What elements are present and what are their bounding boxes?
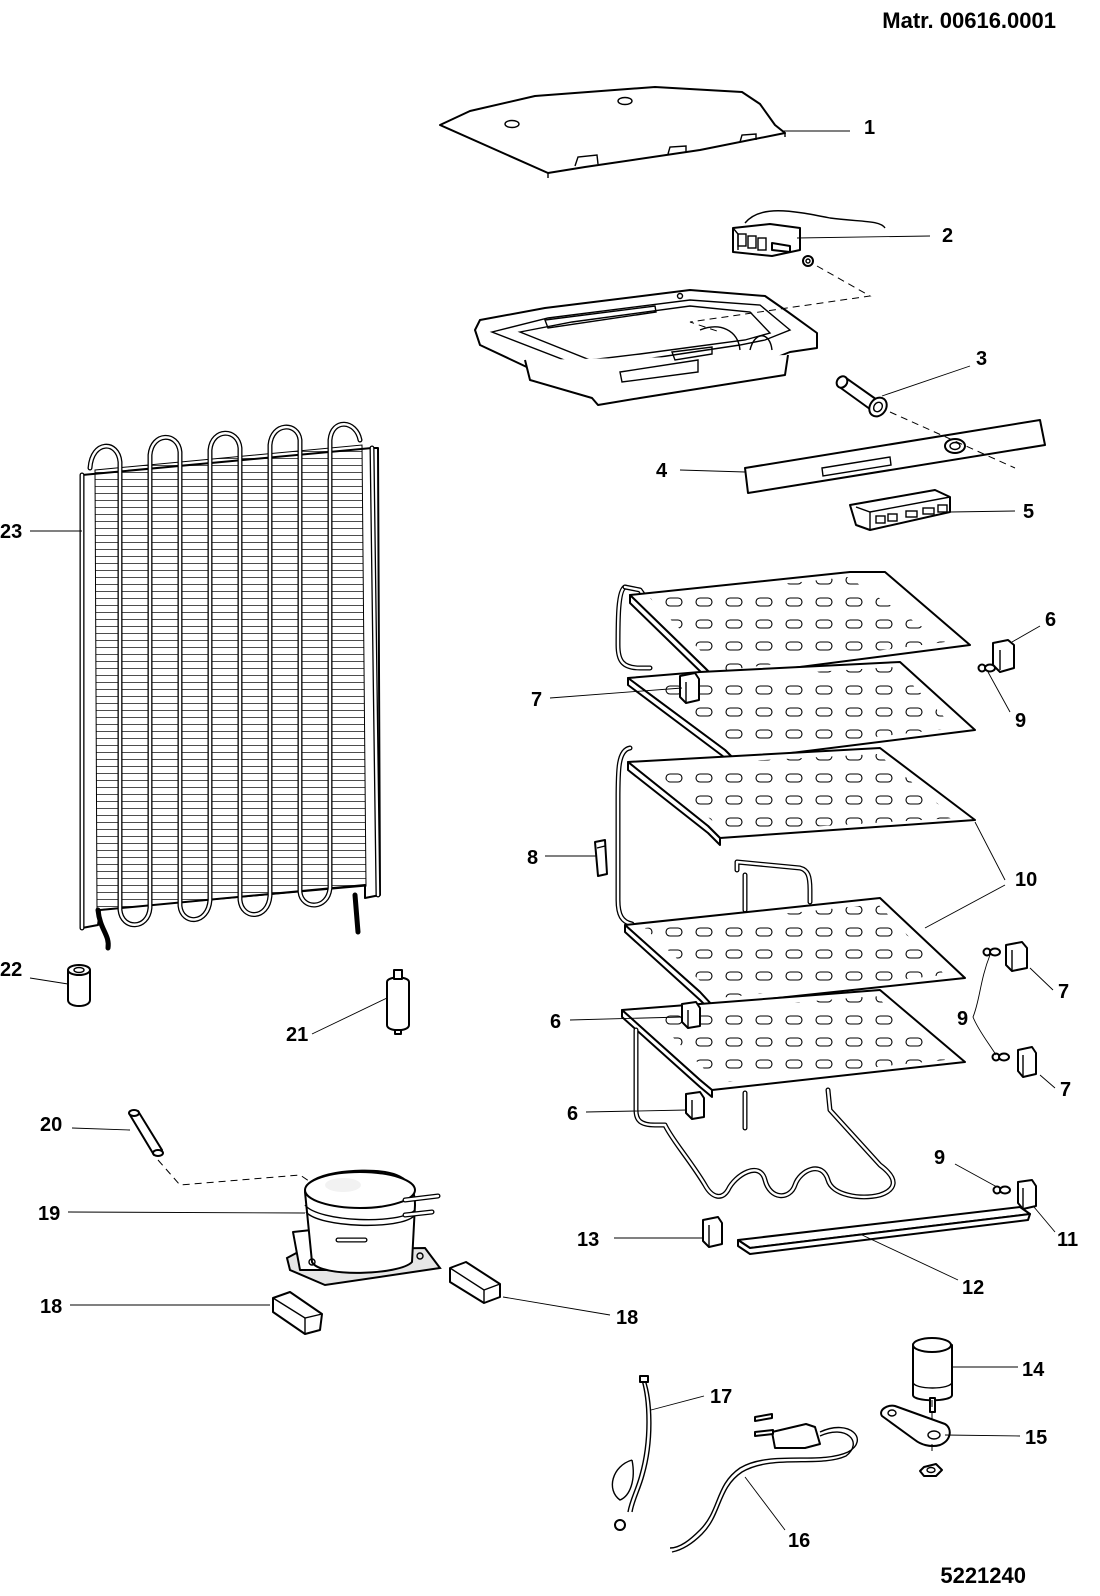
- top-cover-plate: [439, 86, 786, 178]
- callout-9-top: 9: [1015, 710, 1026, 732]
- callout-18-left: 18: [40, 1296, 62, 1318]
- bracket-7-upper-left: [679, 672, 700, 704]
- callout-10: 10: [1015, 869, 1037, 891]
- screw-9-middle-lower: [991, 1052, 1010, 1062]
- bracket-6-lower: [685, 1091, 705, 1120]
- clip-8: [594, 839, 608, 877]
- callout-6-top: 6: [1045, 609, 1056, 631]
- power-cord: [669, 1413, 859, 1553]
- bracket-13: [702, 1216, 723, 1248]
- drawing-number: 5221240: [940, 1563, 1026, 1588]
- bracket-6-top: [992, 639, 1015, 673]
- callout-5: 5: [1023, 501, 1034, 523]
- assembly-guide-lines: [689, 265, 1016, 1420]
- thermostat-housing: [474, 289, 818, 406]
- screw-9-top: [977, 663, 996, 673]
- callout-12: 12: [962, 1277, 984, 1299]
- callout-9-bottom: 9: [934, 1147, 945, 1169]
- bracket-7-right-lower: [1017, 1046, 1037, 1078]
- callout-labels: 1 2 3 4 5 6 7 9 8 10 7 9 6 7 6 9 11 13 1…: [0, 117, 1078, 1552]
- bracket-7-right-upper: [1005, 941, 1028, 972]
- callout-15: 15: [1025, 1427, 1047, 1449]
- callout-7-right-lower: 7: [1060, 1079, 1071, 1101]
- screw-9-middle-upper: [982, 947, 1001, 957]
- grommet: [67, 964, 91, 1007]
- thermostat-knob-shaft: [835, 375, 888, 418]
- condenser: [79, 421, 381, 951]
- leader-lines: [29, 130, 1056, 1531]
- callout-19: 19: [38, 1203, 60, 1225]
- callout-6-lower: 6: [567, 1103, 578, 1125]
- pipe-segment: [128, 1109, 316, 1186]
- control-panel-strip: [744, 419, 1046, 494]
- drip-strip: [737, 1206, 1031, 1255]
- callout-22: 22: [0, 959, 22, 981]
- callout-17: 17: [710, 1386, 732, 1408]
- shelf-3: [615, 745, 976, 927]
- callout-7-upper: 7: [531, 689, 542, 711]
- shelf-2: [627, 661, 976, 768]
- callout-4: 4: [656, 460, 668, 482]
- compressor: [285, 1169, 442, 1287]
- rubber-foot-right: [449, 1261, 501, 1304]
- callout-1: 1: [864, 117, 875, 139]
- material-number: Matr. 00616.0001: [882, 8, 1056, 33]
- callout-13: 13: [577, 1229, 599, 1251]
- callout-2: 2: [942, 225, 953, 247]
- rubber-foot-left: [272, 1291, 323, 1335]
- callout-23: 23: [0, 521, 22, 543]
- callout-8: 8: [527, 847, 538, 869]
- bracket-11: [1017, 1179, 1037, 1210]
- shelf-5-evaporator: [621, 989, 966, 1200]
- callout-21: 21: [286, 1024, 308, 1046]
- callout-7-right-upper: 7: [1058, 981, 1069, 1003]
- callout-20: 20: [40, 1114, 62, 1136]
- shelf-1: [615, 571, 971, 687]
- bracket-6-middle: [681, 1001, 701, 1029]
- callout-16: 16: [788, 1530, 810, 1552]
- screw-9-bottom: [992, 1185, 1011, 1195]
- callout-9-middle: 9: [957, 1008, 968, 1030]
- lamp-holder: [849, 489, 951, 531]
- callout-18-right: 18: [616, 1307, 638, 1329]
- callout-14: 14: [1022, 1359, 1045, 1381]
- callout-3: 3: [976, 348, 987, 370]
- callout-6-middle: 6: [550, 1011, 561, 1033]
- callout-11: 11: [1057, 1229, 1078, 1251]
- dryer-filter: [386, 969, 410, 1035]
- shelf-4: [624, 859, 966, 1013]
- thermostat: [732, 210, 886, 267]
- relay-mounting-plate: [880, 1404, 951, 1448]
- earth-wire: [611, 1375, 652, 1531]
- nut: [919, 1444, 943, 1477]
